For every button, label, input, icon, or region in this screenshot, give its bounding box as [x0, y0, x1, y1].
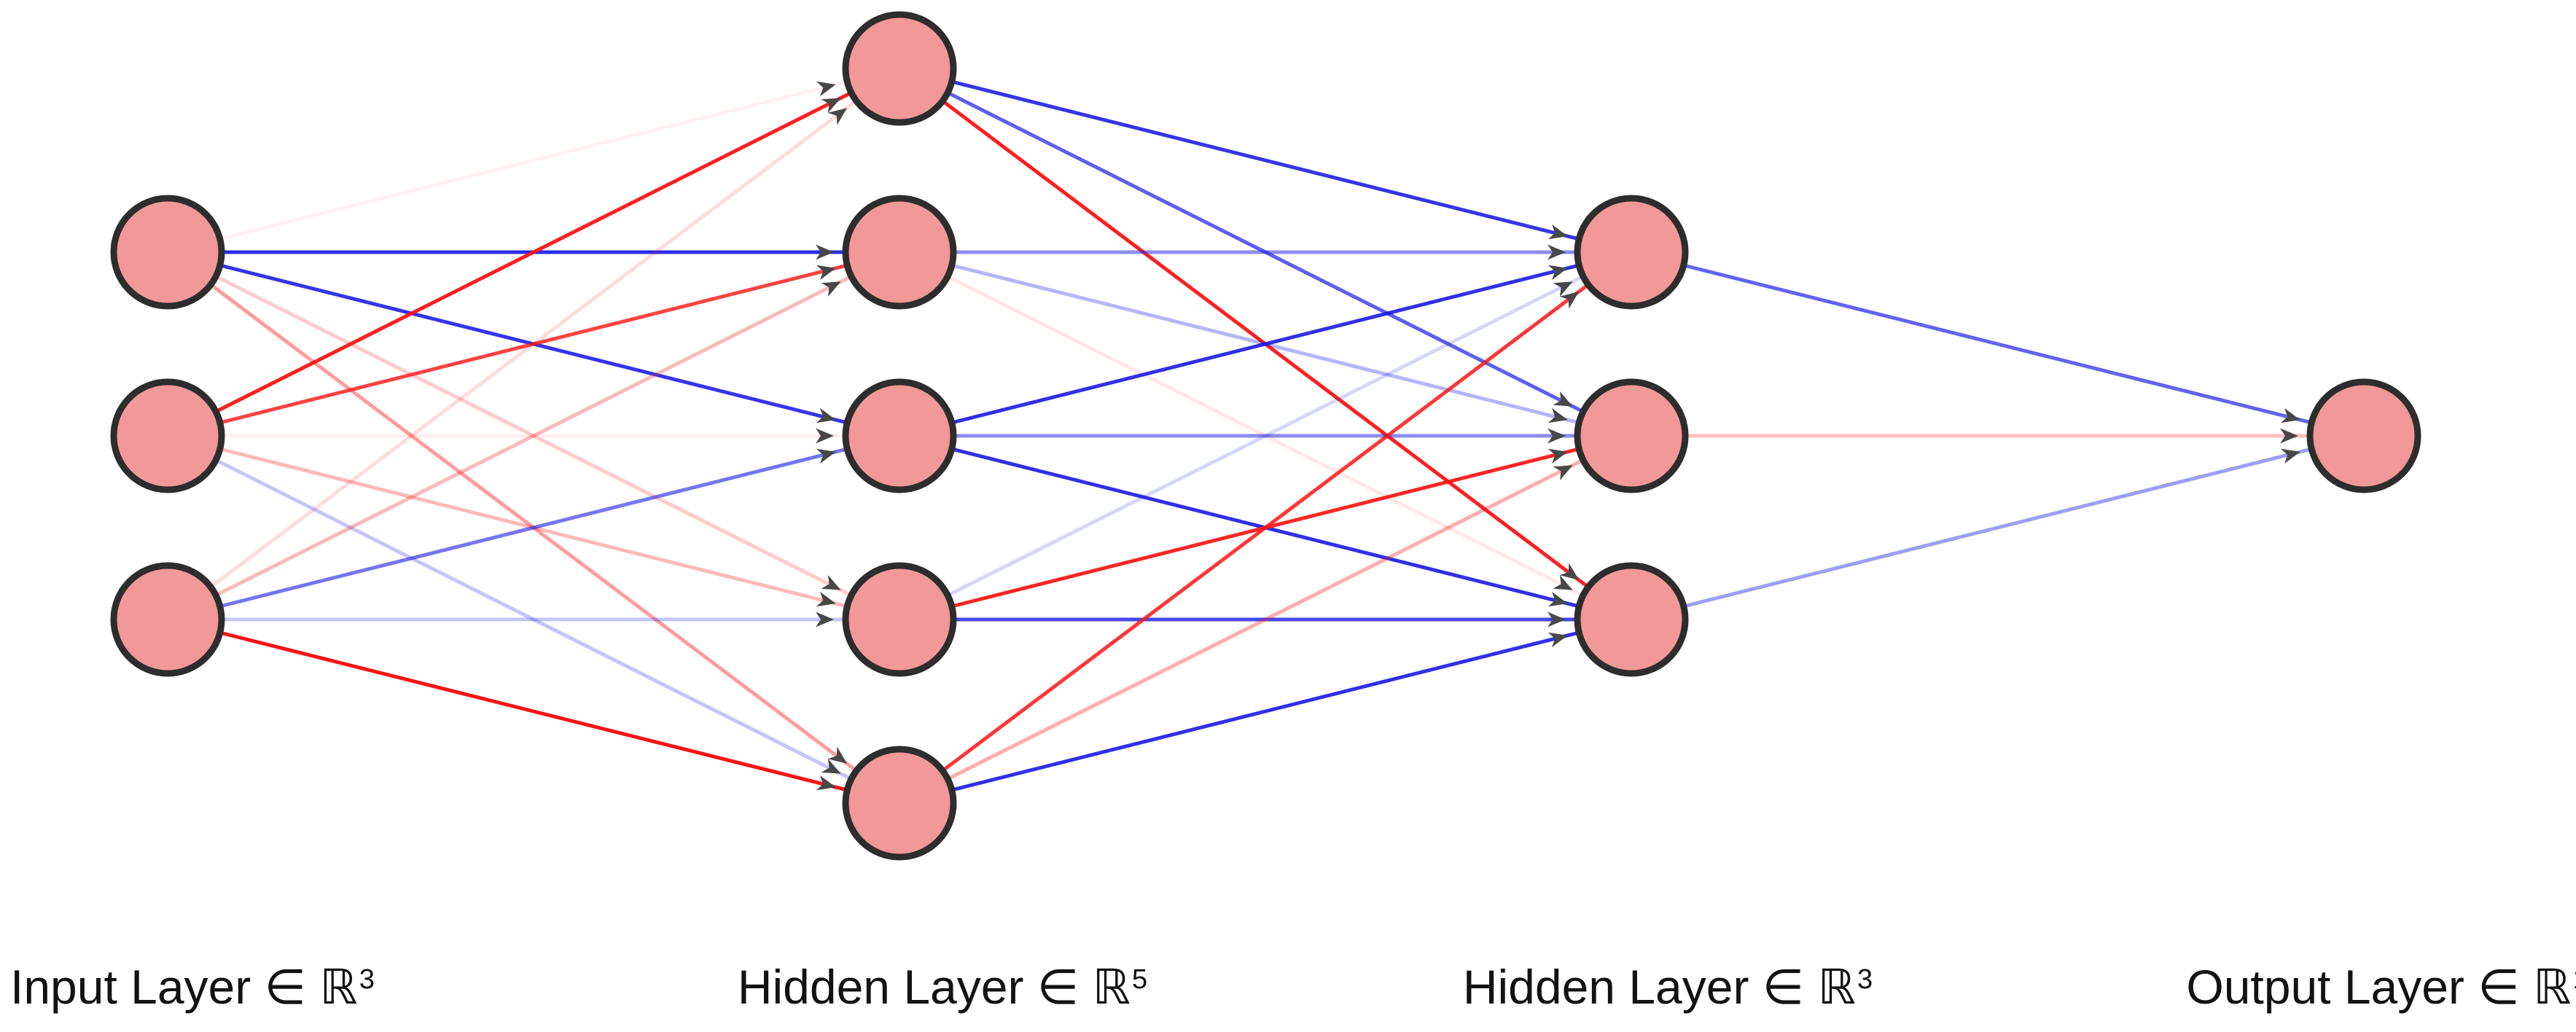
arrowhead-L1N0: [827, 108, 848, 125]
node-hidden1-3: [842, 378, 957, 493]
arrowhead-L1N1: [816, 244, 834, 260]
edge-L1N4-L2N1: [949, 459, 1582, 780]
arrowhead-L1N2: [816, 448, 836, 464]
arrowhead-L1N2: [816, 407, 836, 423]
arrowhead-L1N2: [816, 428, 834, 444]
arrowhead-L1N3: [816, 611, 834, 628]
node-input-3: [110, 562, 225, 677]
layer-label-sup: 1: [2572, 963, 2576, 995]
arrowhead-L2N2: [1553, 574, 1573, 590]
arrowhead-L2N1: [1553, 391, 1573, 407]
node-input-2: [110, 378, 225, 493]
arrowhead-L2N2: [1547, 632, 1568, 648]
edge-L0N0-L1N3: [217, 275, 850, 596]
arrowhead-L3N0: [2280, 428, 2298, 444]
node-hidden1-1: [842, 11, 957, 126]
node-input-1: [110, 195, 225, 310]
arrowhead-L2N0: [1559, 292, 1580, 309]
arrowhead-L3N0: [2280, 448, 2300, 464]
layer-label-text: Input Layer ∈ ℝ: [10, 960, 358, 1014]
edge-L0N2-L1N2: [222, 447, 845, 608]
arrowhead-L2N2: [1547, 611, 1566, 628]
arrowhead-L2N1: [1547, 448, 1568, 464]
arrowhead-L2N0: [1547, 265, 1568, 281]
node-hidden2-3: [1574, 562, 1689, 677]
layer-label-output: Output Layer ∈ ℝ1: [2186, 961, 2576, 1014]
arrowhead-L1N1: [816, 265, 836, 281]
layer-label-hidden1: Hidden Layer ∈ ℝ5: [738, 961, 1147, 1014]
node-hidden2-1: [1574, 195, 1689, 310]
node-hidden1-5: [842, 746, 957, 861]
arrowhead-L2N2: [1547, 591, 1568, 607]
edge-L1N0-L2N0: [954, 80, 1577, 241]
arrowhead-L1N3: [816, 591, 836, 607]
layer-label-sup: 5: [1131, 963, 1148, 995]
arrowhead-L2N1: [1547, 407, 1568, 423]
layer-label-sup: 3: [1857, 963, 1873, 995]
arrowhead-L1N4: [827, 746, 848, 764]
edge-L0N2-L1N4: [222, 631, 845, 791]
arrowhead-L1N4: [816, 775, 836, 791]
node-output-1: [2306, 378, 2421, 493]
arrowhead-L1N1: [821, 281, 841, 297]
layer-label-text: Output Layer ∈ ℝ: [2186, 960, 2572, 1014]
node-hidden1-2: [842, 195, 957, 310]
arrowhead-L2N0: [1547, 244, 1566, 260]
node-hidden1-4: [842, 562, 957, 677]
edge-L1N4-L2N2: [954, 631, 1577, 791]
edge-L1N2-L2N0: [954, 264, 1577, 424]
layer-label-input: Input Layer ∈ ℝ3: [10, 961, 375, 1014]
edge-L0N1-L1N1: [222, 264, 845, 424]
arrowhead-L2N2: [1559, 563, 1580, 580]
edge-L2N2-L3N0: [1686, 447, 2309, 608]
layer-label-text: Hidden Layer ∈ ℝ: [737, 960, 1131, 1014]
arrowhead-L2N0: [1553, 281, 1573, 297]
arrowhead-L2N1: [1553, 465, 1573, 481]
layer-label-sup: 3: [359, 963, 375, 995]
arrowhead-L3N0: [2280, 407, 2300, 423]
arrowhead-L1N3: [821, 574, 841, 590]
node-hidden2-2: [1574, 378, 1689, 493]
edge-L0N2-L1N1: [217, 275, 850, 596]
arrowhead-L1N4: [821, 758, 841, 774]
edge-L1N3-L2N0: [949, 275, 1582, 596]
edge-L2N0-L3N0: [1686, 264, 2309, 424]
arrowhead-L2N0: [1547, 224, 1568, 240]
layer-label-text: Hidden Layer ∈ ℝ: [1462, 960, 1856, 1014]
edge-L1N4-L2N0: [943, 284, 1588, 771]
arrowhead-L1N0: [816, 81, 836, 97]
edge-L0N1-L1N4: [217, 459, 850, 780]
edge-L0N2-L1N0: [211, 101, 856, 587]
arrowhead-L2N1: [1547, 428, 1566, 444]
edge-L0N1-L1N0: [217, 92, 850, 413]
layer-label-hidden2: Hidden Layer ∈ ℝ3: [1463, 961, 1873, 1014]
arrowhead-L1N0: [821, 98, 841, 114]
edge-L0N0-L1N0: [222, 80, 845, 241]
